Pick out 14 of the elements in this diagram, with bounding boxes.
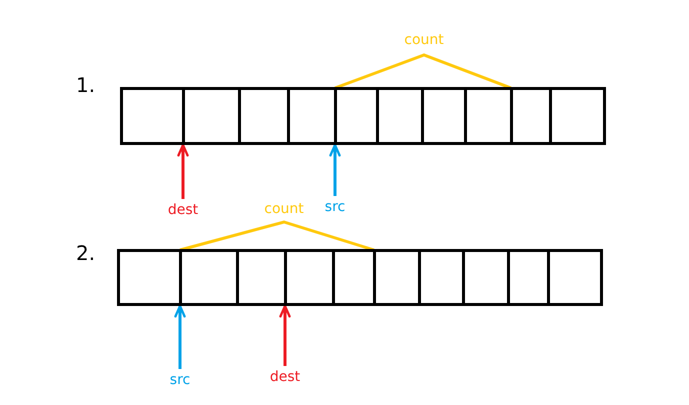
pointer-arrow xyxy=(177,144,189,199)
pointer-label: src xyxy=(170,372,190,388)
step-number: 1. xyxy=(76,74,96,97)
pointer-label: src xyxy=(324,199,346,215)
pointer-arrow xyxy=(279,304,291,366)
step-number: 2. xyxy=(76,242,96,265)
pointer-label: dest xyxy=(168,202,198,218)
pointer-label: dest xyxy=(270,369,300,385)
memory-cell-row xyxy=(120,87,606,145)
count-label: count xyxy=(404,32,444,48)
pointer-arrow xyxy=(329,144,341,196)
pointer-arrow xyxy=(174,304,186,369)
memory-cell-row xyxy=(117,249,603,306)
count-label: count xyxy=(264,201,304,218)
